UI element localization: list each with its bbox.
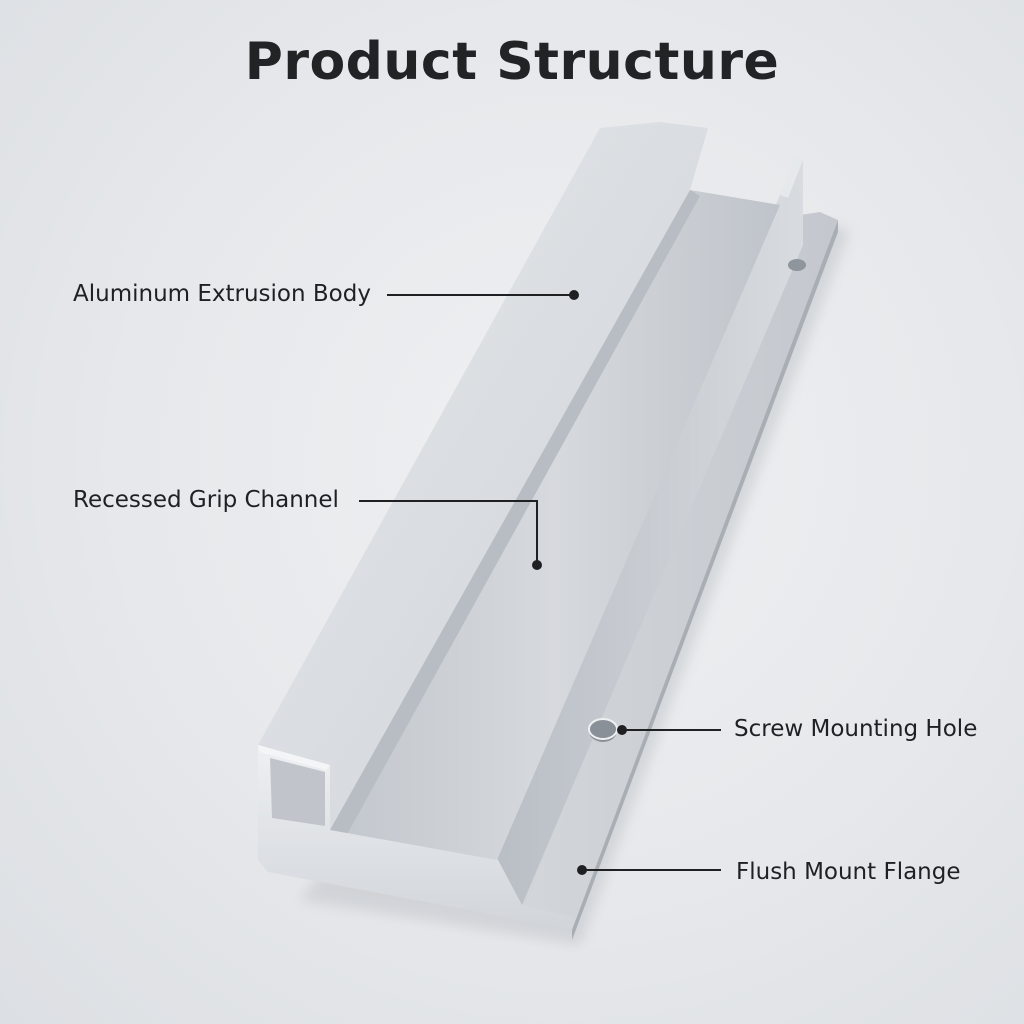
end-cap-hollow: [270, 758, 325, 826]
callout-flush-mount-flange: Flush Mount Flange: [736, 859, 961, 885]
screw-hole-lower: [589, 720, 617, 742]
dot-body: [569, 290, 579, 300]
body-inner-ridge: [330, 190, 700, 838]
callout-recessed-grip-channel: Recessed Grip Channel: [73, 487, 339, 513]
callout-aluminum-extrusion-body: Aluminum Extrusion Body: [73, 281, 371, 307]
channel-floor: [330, 190, 780, 860]
dot-channel: [532, 560, 542, 570]
dot-flange: [577, 865, 587, 875]
leader-channel: [359, 500, 538, 565]
end-cap-highlight: [258, 745, 330, 770]
leader-lines: [359, 294, 721, 871]
page-title: Product Structure: [244, 32, 780, 92]
screw-hole-upper: [788, 259, 806, 271]
flange-top-face: [510, 212, 838, 930]
callout-screw-mounting-hole: Screw Mounting Hole: [734, 716, 978, 742]
right-wall-top-lip: [780, 157, 803, 198]
flange-edge: [572, 220, 838, 940]
leader-dots: [532, 290, 627, 875]
right-wall-outer: [495, 157, 803, 905]
end-cap-outer: [258, 745, 575, 930]
dot-screw: [617, 725, 627, 735]
body-top-face: [258, 122, 708, 830]
screw-hole-lower-rim: [588, 718, 618, 740]
